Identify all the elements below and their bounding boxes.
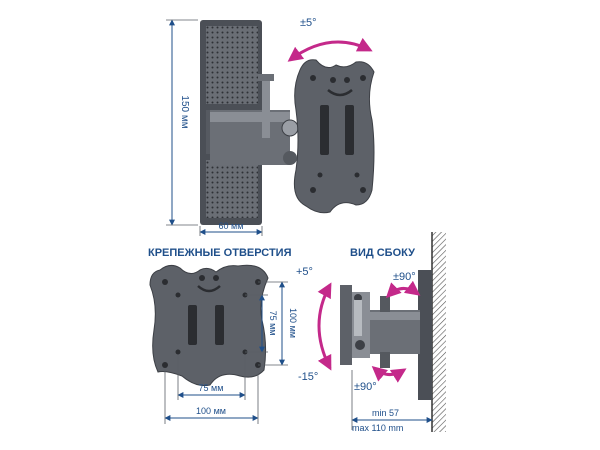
heading-mounting-holes: КРЕПЕЖНЫЕ ОТВЕРСТИЯ xyxy=(148,247,292,259)
angle-top-swivel: ±5° xyxy=(300,17,317,29)
tilt-arrow xyxy=(317,282,332,371)
hole-v-small-label: 75 мм xyxy=(268,311,278,336)
wall-min-label: min 57 xyxy=(372,408,399,418)
hole-v-large-label: 100 мм xyxy=(288,308,298,338)
hole-100-tl xyxy=(162,279,168,285)
heading-side-view: ВИД СБОКУ xyxy=(350,247,415,259)
vesa-plate-main xyxy=(293,59,375,214)
depth-label: 60 мм xyxy=(219,221,244,231)
angle-swivel-bottom: ±90° xyxy=(354,381,377,393)
main-bracket-view: ±5° 150 мм 60 мм xyxy=(166,17,375,236)
angle-tilt-up: +5° xyxy=(296,266,313,278)
swivel-arm xyxy=(210,74,299,165)
hole-100-bl xyxy=(162,362,168,368)
swivel-arrow-top xyxy=(287,37,373,62)
angle-tilt-down: -15° xyxy=(298,371,318,383)
side-view xyxy=(340,232,446,432)
wall-hatch xyxy=(432,232,446,432)
hole-h-large-label: 100 мм xyxy=(196,406,226,416)
vesa-plate-front xyxy=(149,264,269,387)
swivel-arrow-lower xyxy=(371,366,407,383)
angle-swivel-top: ±90° xyxy=(393,271,416,283)
swivel-arrow-upper xyxy=(385,280,421,299)
wall-max-label: max 110 mm xyxy=(352,423,403,433)
hole-h-small-label: 75 мм xyxy=(199,383,224,393)
hole-75-tl xyxy=(175,292,181,298)
hole-75-bl xyxy=(175,349,181,355)
height-label: 150 мм xyxy=(179,95,190,128)
